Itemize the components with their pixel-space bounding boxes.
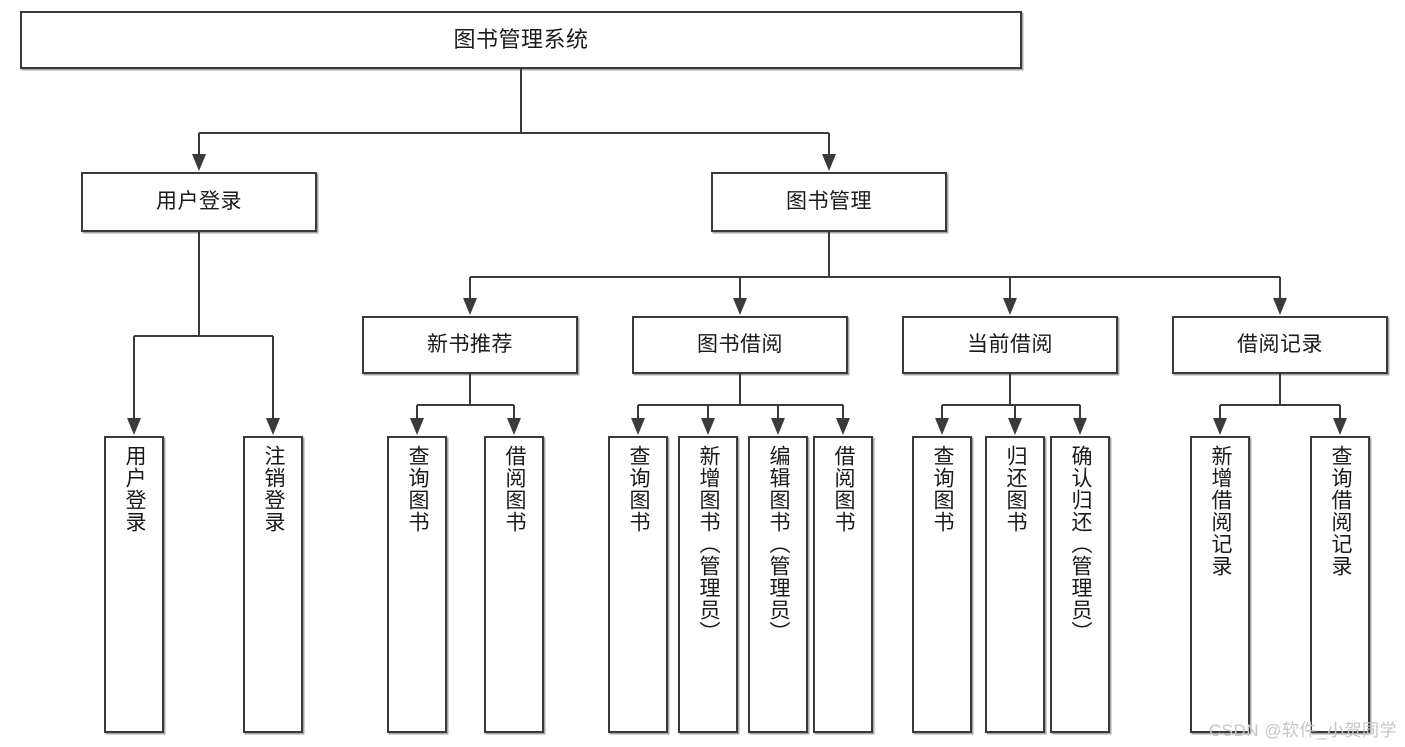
- leaf-user-login[interactable]: 用户登录: [104, 436, 164, 733]
- node-borrow-record[interactable]: 借阅记录: [1172, 316, 1388, 374]
- node-label: 归还图书: [1004, 445, 1028, 533]
- leaf-borrow-book[interactable]: 借阅图书: [813, 436, 873, 733]
- node-book-borrow[interactable]: 图书借阅: [632, 316, 848, 374]
- node-label: 查询图书: [627, 445, 651, 533]
- node-label: 查询图书: [406, 445, 430, 533]
- node-label: 图书借阅: [697, 332, 783, 356]
- node-label: 确认归还（管理员）: [1069, 445, 1093, 643]
- node-label: 借阅图书: [832, 445, 856, 533]
- csdn-watermark: CSDN @软件_小贺同学: [1208, 721, 1397, 740]
- node-label: 查询图书: [931, 445, 955, 533]
- leaf-confirm-return-admin[interactable]: 确认归还（管理员）: [1050, 436, 1110, 733]
- node-label: 当前借阅: [967, 332, 1053, 356]
- node-label: 用户登录: [123, 445, 147, 533]
- node-label: 新书推荐: [427, 332, 513, 356]
- node-label: 注销登录: [262, 445, 286, 533]
- node-label: 用户登录: [156, 189, 242, 213]
- node-label: 查询借阅记录: [1329, 445, 1353, 577]
- node-user-login[interactable]: 用户登录: [81, 172, 317, 232]
- node-label: 借阅图书: [503, 445, 527, 533]
- node-label: 图书管理系统: [453, 27, 589, 53]
- leaf-query-book-current[interactable]: 查询图书: [912, 436, 972, 733]
- leaf-borrow-book-newbook[interactable]: 借阅图书: [484, 436, 544, 733]
- leaf-logout[interactable]: 注销登录: [243, 436, 303, 733]
- node-current-borrow[interactable]: 当前借阅: [902, 316, 1118, 374]
- node-new-book-recommend[interactable]: 新书推荐: [362, 316, 578, 374]
- leaf-query-book-borrow[interactable]: 查询图书: [608, 436, 668, 733]
- leaf-return-book[interactable]: 归还图书: [985, 436, 1045, 733]
- leaf-query-book-newbook[interactable]: 查询图书: [387, 436, 447, 733]
- leaf-query-borrow-record[interactable]: 查询借阅记录: [1310, 436, 1370, 733]
- node-label: 借阅记录: [1237, 332, 1323, 356]
- leaf-add-book-admin[interactable]: 新增图书（管理员）: [678, 436, 738, 733]
- node-book-management[interactable]: 图书管理: [711, 172, 947, 232]
- node-label: 新增图书（管理员）: [697, 445, 721, 643]
- leaf-edit-book-admin[interactable]: 编辑图书（管理员）: [748, 436, 808, 733]
- node-label: 图书管理: [786, 189, 872, 213]
- node-root-system[interactable]: 图书管理系统: [20, 11, 1022, 69]
- leaf-add-borrow-record[interactable]: 新增借阅记录: [1190, 436, 1250, 733]
- node-label: 编辑图书（管理员）: [767, 445, 791, 643]
- node-label: 新增借阅记录: [1209, 445, 1233, 577]
